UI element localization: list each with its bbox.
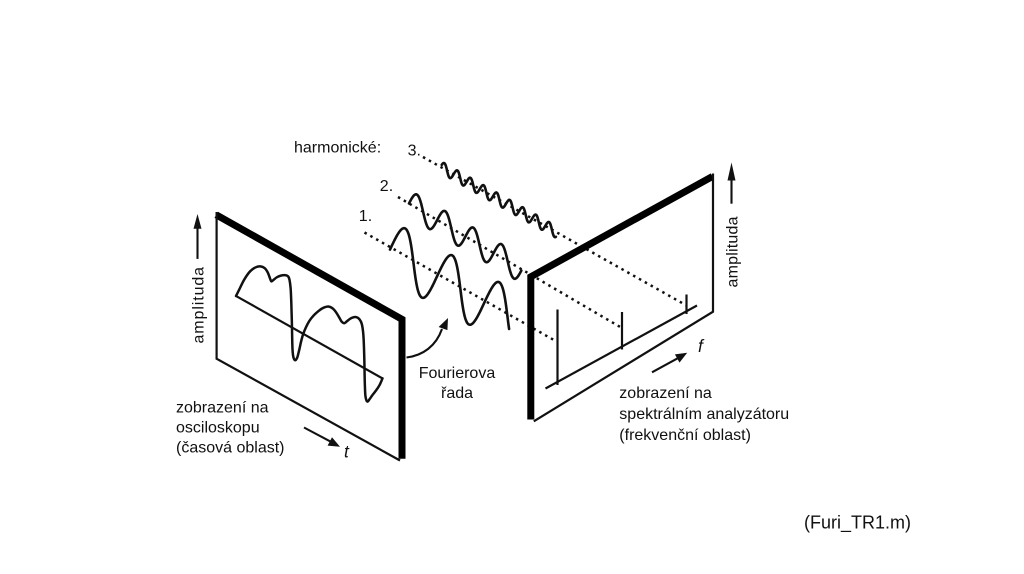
svg-text:1.: 1. [359, 208, 372, 225]
svg-text:2.: 2. [380, 178, 393, 195]
svg-text:(časová oblast): (časová oblast) [176, 440, 285, 457]
svg-text:spektrálním analyzátoru: spektrálním analyzátoru [619, 406, 789, 423]
svg-text:osciloskopu: osciloskopu [176, 420, 260, 437]
svg-text:f: f [698, 336, 705, 356]
svg-text:3.: 3. [408, 143, 421, 160]
svg-text:amplituda: amplituda [191, 266, 208, 343]
svg-text:amplituda: amplituda [725, 216, 742, 287]
svg-text:zobrazení na: zobrazení na [176, 400, 269, 417]
svg-text:řada: řada [441, 385, 473, 402]
svg-text:t: t [344, 442, 350, 462]
svg-text:harmonické:: harmonické: [294, 140, 381, 157]
svg-text:(frekvenční oblast): (frekvenční oblast) [619, 427, 751, 444]
svg-text:Fourierova: Fourierova [419, 365, 496, 382]
svg-text:(Furi_TR1.m): (Furi_TR1.m) [804, 512, 911, 533]
svg-text:zobrazení na: zobrazení na [619, 385, 712, 402]
